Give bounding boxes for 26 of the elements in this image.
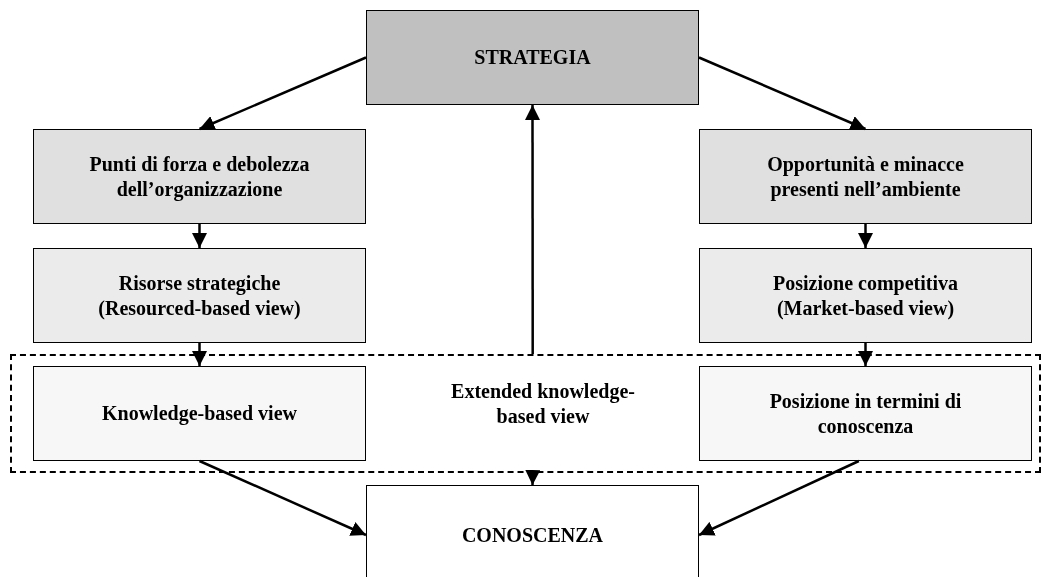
process-box [699, 129, 1032, 224]
node-label: Extended knowledge-based view [450, 379, 636, 429]
node-label: Punti di forza e debolezza dell’organizzazione [88, 151, 311, 202]
arrow [199, 56, 367, 131]
node-label: Opportunità e minacce presenti nell’ambiente [766, 151, 965, 202]
dashed-region [10, 354, 1041, 473]
process-box [699, 248, 1032, 343]
process-box [699, 366, 1032, 461]
node-label: Knowledge-based view [101, 401, 298, 426]
node-label: Risorse strategiche (Resourced-based view) [97, 270, 302, 321]
arrow [698, 56, 866, 131]
node-label: Posizione in termini di conoscenza [768, 388, 963, 439]
strategy-box [366, 10, 699, 105]
node-label: Posizione competitiva (Market-based view) [772, 270, 959, 321]
process-box [33, 129, 366, 224]
arrow [858, 343, 873, 366]
process-box [33, 366, 366, 461]
node-label: CONOSCENZA [460, 522, 605, 548]
process-box [33, 248, 366, 343]
arrow [525, 105, 540, 354]
arrow [192, 224, 207, 248]
arrow [192, 343, 207, 366]
node-label: STRATEGIA [473, 45, 592, 70]
arrow [525, 469, 541, 486]
arrow [858, 224, 873, 248]
process-box [366, 485, 699, 577]
